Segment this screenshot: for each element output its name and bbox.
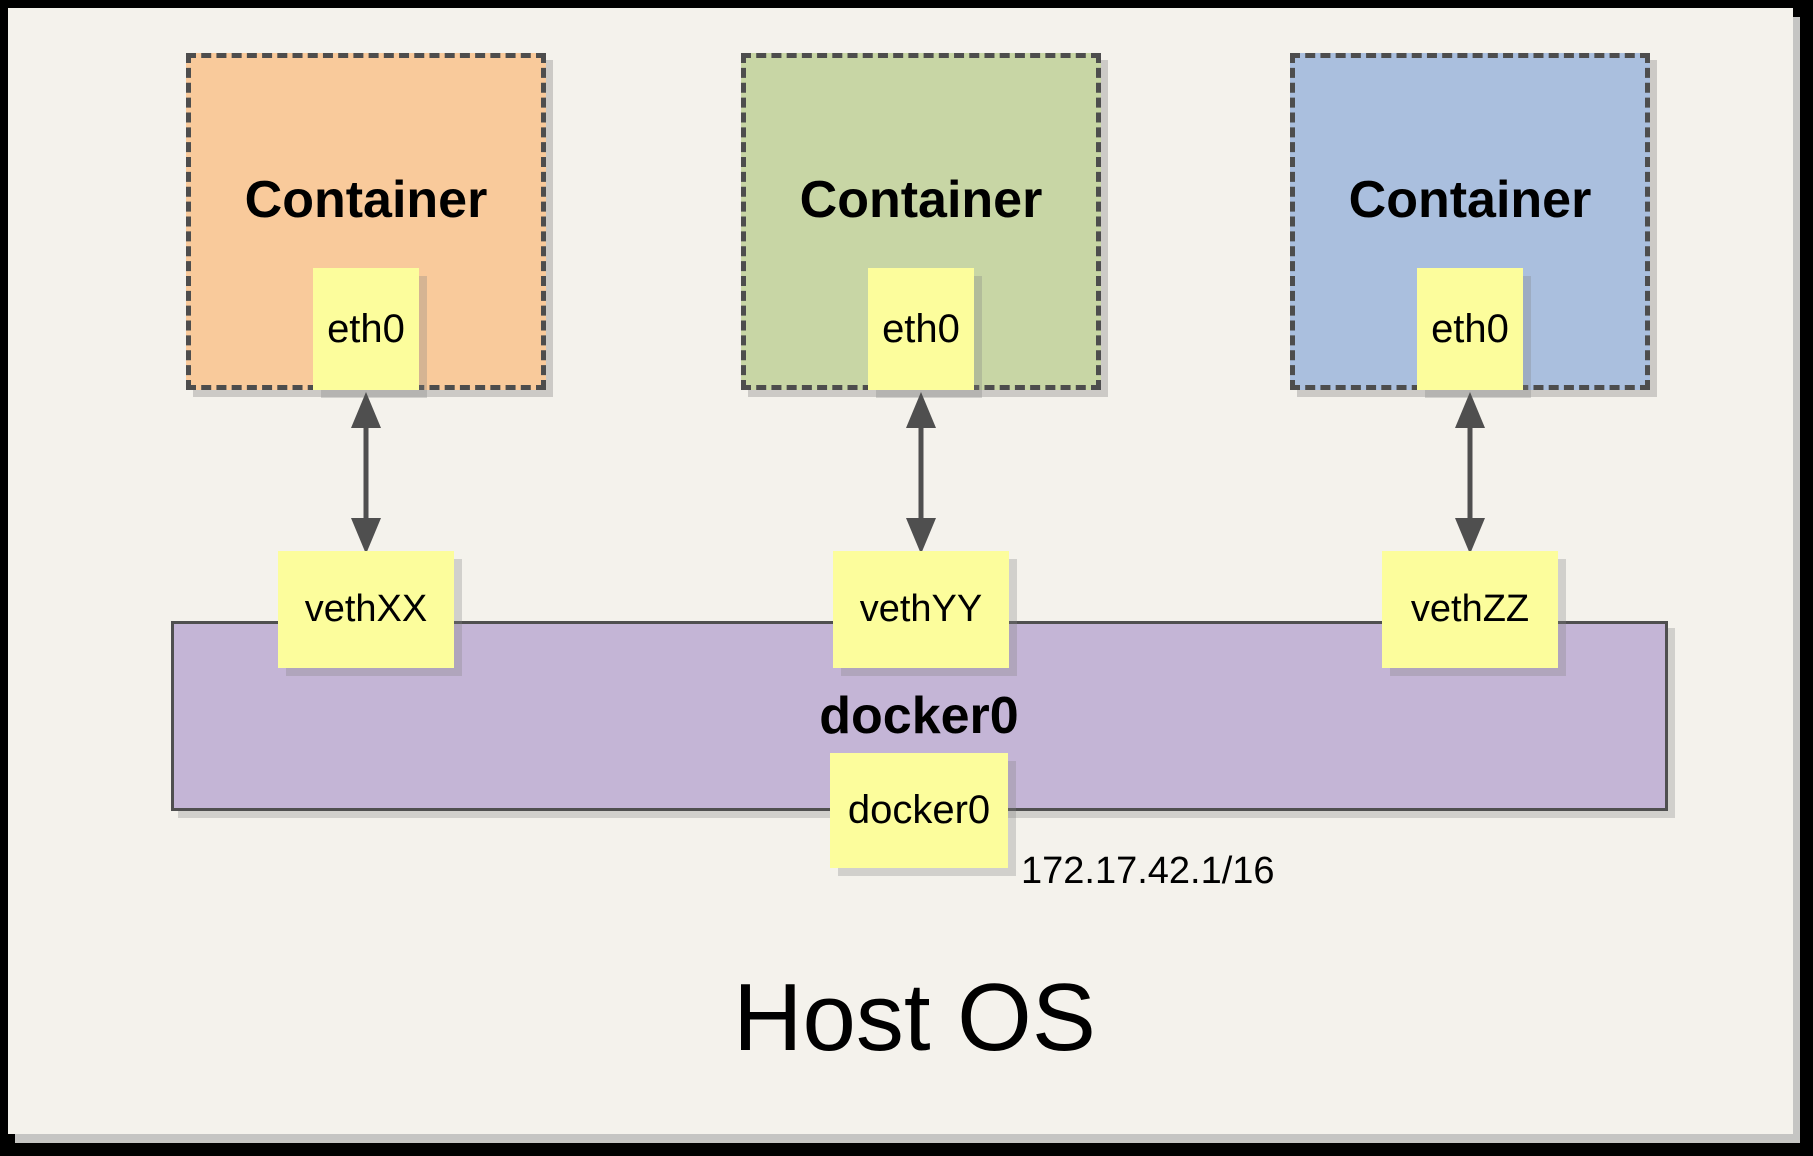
- container-2-eth0-note: eth0: [868, 268, 974, 390]
- container-box-1: Container eth0: [186, 53, 546, 390]
- vethyy-note: vethYY: [833, 551, 1009, 668]
- double-arrow-icon-2: [906, 392, 936, 554]
- double-arrow-icon-1: [351, 392, 381, 554]
- vethzz-note: vethZZ: [1382, 551, 1558, 668]
- container-3-label: Container: [1348, 171, 1592, 229]
- container-1-eth0-label: eth0: [327, 306, 405, 351]
- double-arrow-icon-3: [1455, 392, 1485, 554]
- container-3-eth0-note: eth0: [1417, 268, 1523, 390]
- docker0-interface-label: docker0: [847, 788, 991, 832]
- docker0-bridge-label: docker0: [819, 687, 1019, 745]
- vethxx-note: vethXX: [278, 551, 454, 668]
- container-2-eth0-label: eth0: [882, 306, 960, 351]
- container-1-label: Container: [244, 171, 488, 229]
- bridge-ip-label: 172.17.42.1/16: [1021, 850, 1275, 892]
- host-os-title: Host OS: [733, 964, 1096, 1071]
- container-box-3: Container eth0: [1290, 53, 1650, 390]
- host-panel: Container eth0 Container eth0 Container …: [8, 8, 1793, 1134]
- vethxx-label: vethXX: [304, 588, 428, 630]
- docker0-interface-note: docker0: [830, 753, 1008, 868]
- vethzz-label: vethZZ: [1410, 588, 1530, 630]
- container-box-2: Container eth0: [741, 53, 1101, 390]
- container-2-label: Container: [799, 171, 1043, 229]
- vethyy-label: vethYY: [859, 588, 983, 630]
- container-3-eth0-label: eth0: [1431, 306, 1509, 351]
- container-1-eth0-note: eth0: [313, 268, 419, 390]
